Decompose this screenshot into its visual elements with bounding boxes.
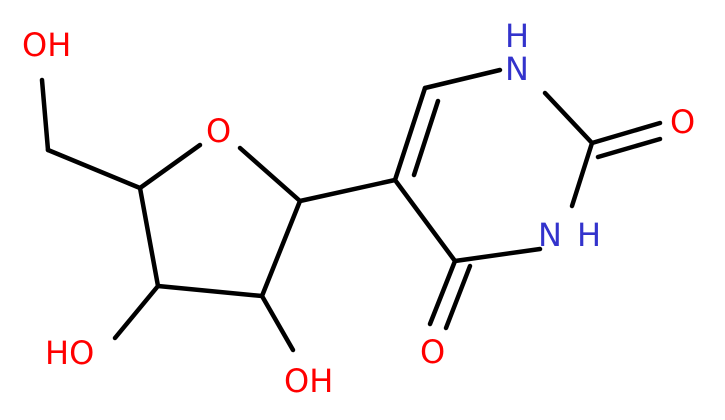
bond-c4-o-double	[443, 263, 473, 331]
bond-c4prime-ring-o	[137, 142, 203, 191]
bond-c2-o	[589, 120, 663, 146]
atom-c3prime-ho: HO	[45, 334, 94, 372]
bond-c3prime-oh	[112, 283, 161, 341]
bond-c1prime-c5	[297, 177, 398, 204]
bond-oh-ch2	[39, 77, 51, 153]
bond-c4prime-c3prime	[137, 185, 161, 289]
uracil-bonds	[392, 67, 663, 331]
atom-c2prime-oh: OH	[284, 362, 333, 400]
atom-c2-o: O	[670, 103, 695, 141]
atom-n1: N	[505, 50, 529, 88]
atom-ring-o: O	[206, 112, 231, 150]
bond-c4-o	[427, 258, 458, 327]
bond-ch2-c4prime	[45, 147, 143, 191]
bond-n1-c2	[542, 90, 595, 146]
atom-c4-o: O	[420, 333, 445, 371]
bond-n3-c4	[452, 246, 543, 264]
bond-c6-n1	[422, 67, 503, 91]
bond-c4-c5	[392, 177, 458, 264]
bond-c5-c6	[392, 85, 428, 183]
bond-c2-n3	[569, 140, 595, 209]
atom-labels: OH O HO OH H N O N H O	[22, 17, 695, 400]
bond-c5-c6-double	[411, 98, 441, 178]
sugar-bonds	[39, 77, 398, 353]
bond-c2prime-c1prime	[259, 198, 303, 299]
atom-n3-h: H	[577, 216, 601, 254]
bond-c2-o-double	[595, 136, 663, 160]
atom-n1-h: H	[505, 17, 529, 55]
bond-c3prime-c2prime	[155, 283, 265, 299]
bond-c2prime-oh	[259, 293, 296, 353]
atom-n3: N	[538, 216, 562, 254]
bond-ring-o-c1prime	[237, 145, 303, 204]
atom-ch2oh-oh: OH	[22, 26, 71, 64]
